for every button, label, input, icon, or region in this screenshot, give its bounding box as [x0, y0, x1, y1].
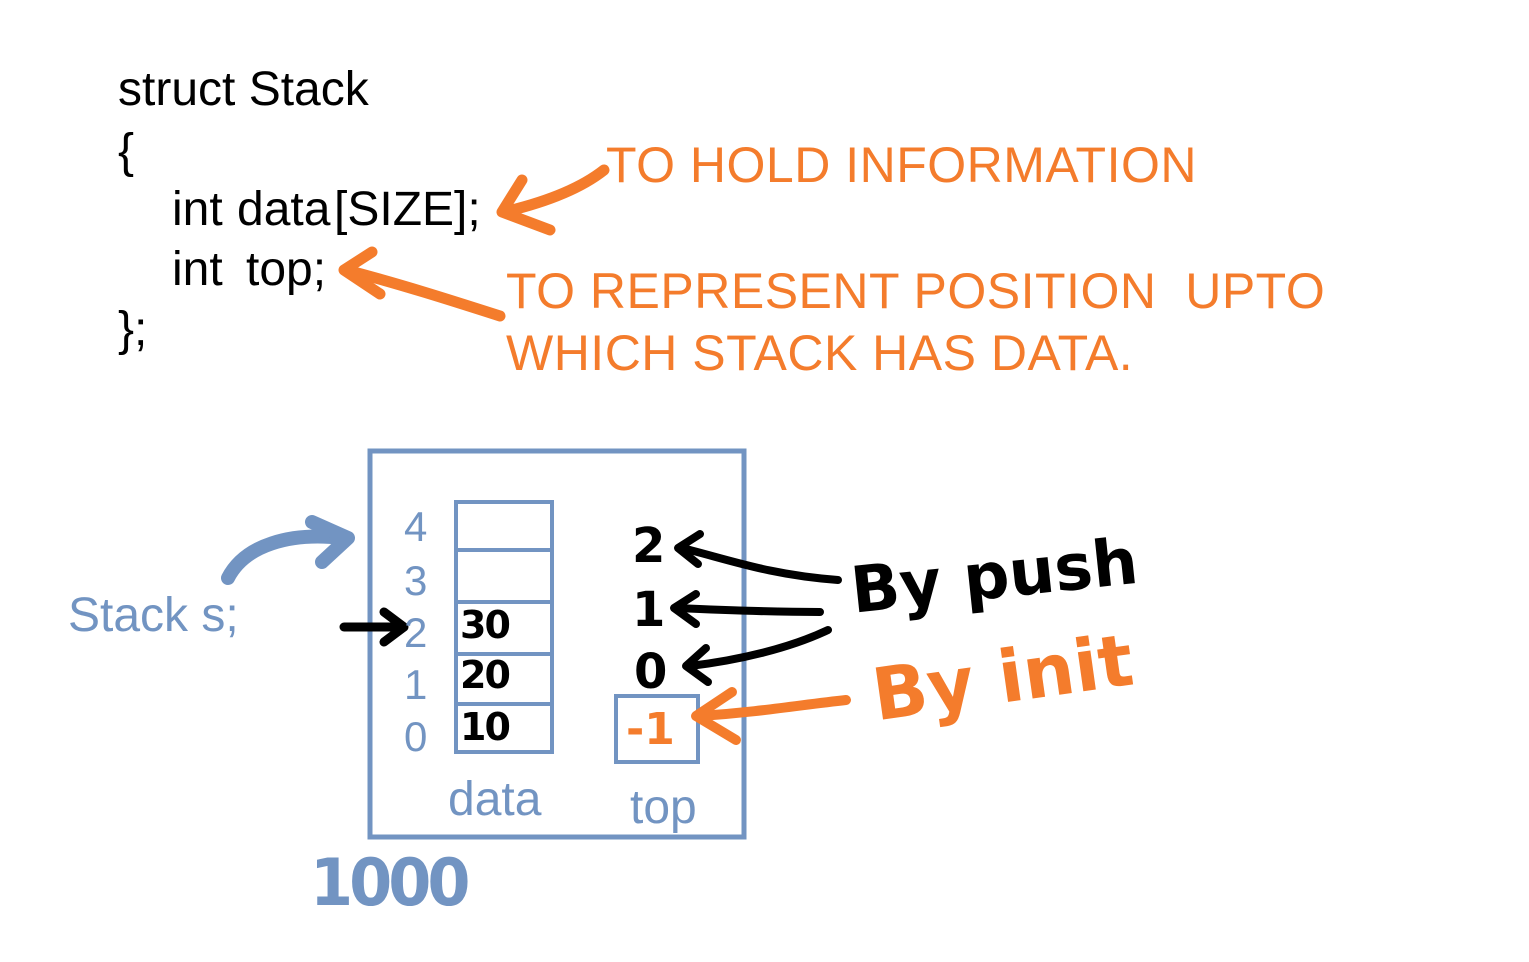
data-value-1: 20 — [460, 653, 511, 697]
stack-struct-box — [367, 448, 747, 840]
index-label-4: 4 — [404, 503, 428, 550]
push-arrows — [670, 530, 842, 686]
init-arrow — [691, 687, 851, 745]
data-array — [454, 500, 554, 754]
top-annotation-line2: WHICH STACK HAS DATA. — [506, 325, 1134, 381]
top-label: top — [630, 781, 697, 834]
arrow-to-top — [338, 246, 506, 322]
data-label: data — [448, 773, 542, 826]
stack-address: 1000 — [310, 844, 471, 921]
data-cell-3 — [454, 548, 554, 604]
push-arrow-to-0 — [686, 626, 832, 670]
arrow-to-struct — [221, 515, 355, 585]
top-annotation-line1: TO REPRESENT POSITION UPTO — [506, 263, 1326, 319]
data-annotation: TO HOLD INFORMATION — [606, 137, 1197, 193]
code-int-keyword: int — [172, 183, 223, 236]
data-value-2: 30 — [460, 603, 511, 647]
top-cell — [614, 694, 700, 764]
index-label-1: 1 — [404, 661, 428, 708]
data-value-0: 10 — [460, 705, 511, 749]
code-top-decl: top; — [246, 243, 327, 296]
top-value-2: 2 — [632, 518, 666, 574]
code-open-brace: { — [118, 125, 135, 178]
index-label-2: 2 — [404, 609, 428, 656]
code-line-struct: struct Stack — [118, 63, 369, 116]
index-label-0: 0 — [404, 713, 428, 760]
data-cell-4 — [454, 500, 554, 552]
push-arrow-to-2 — [678, 544, 842, 584]
top-value-0: 0 — [634, 644, 668, 700]
stack-variable-label: Stack s; — [68, 589, 239, 642]
code-int-keyword-2: int — [172, 243, 223, 296]
top-value-1: 1 — [632, 582, 666, 638]
code-data-name: data — [237, 183, 331, 236]
top-value-init: -1 — [626, 704, 675, 755]
push-arrow-to-1 — [672, 604, 824, 616]
index-label-3: 3 — [404, 557, 428, 604]
data-cell-0 — [454, 702, 554, 754]
code-close-brace: }; — [118, 303, 148, 356]
arrow-to-index-2 — [339, 607, 409, 647]
arrow-to-data — [496, 164, 610, 236]
code-size-decl: [SIZE]; — [334, 183, 481, 236]
